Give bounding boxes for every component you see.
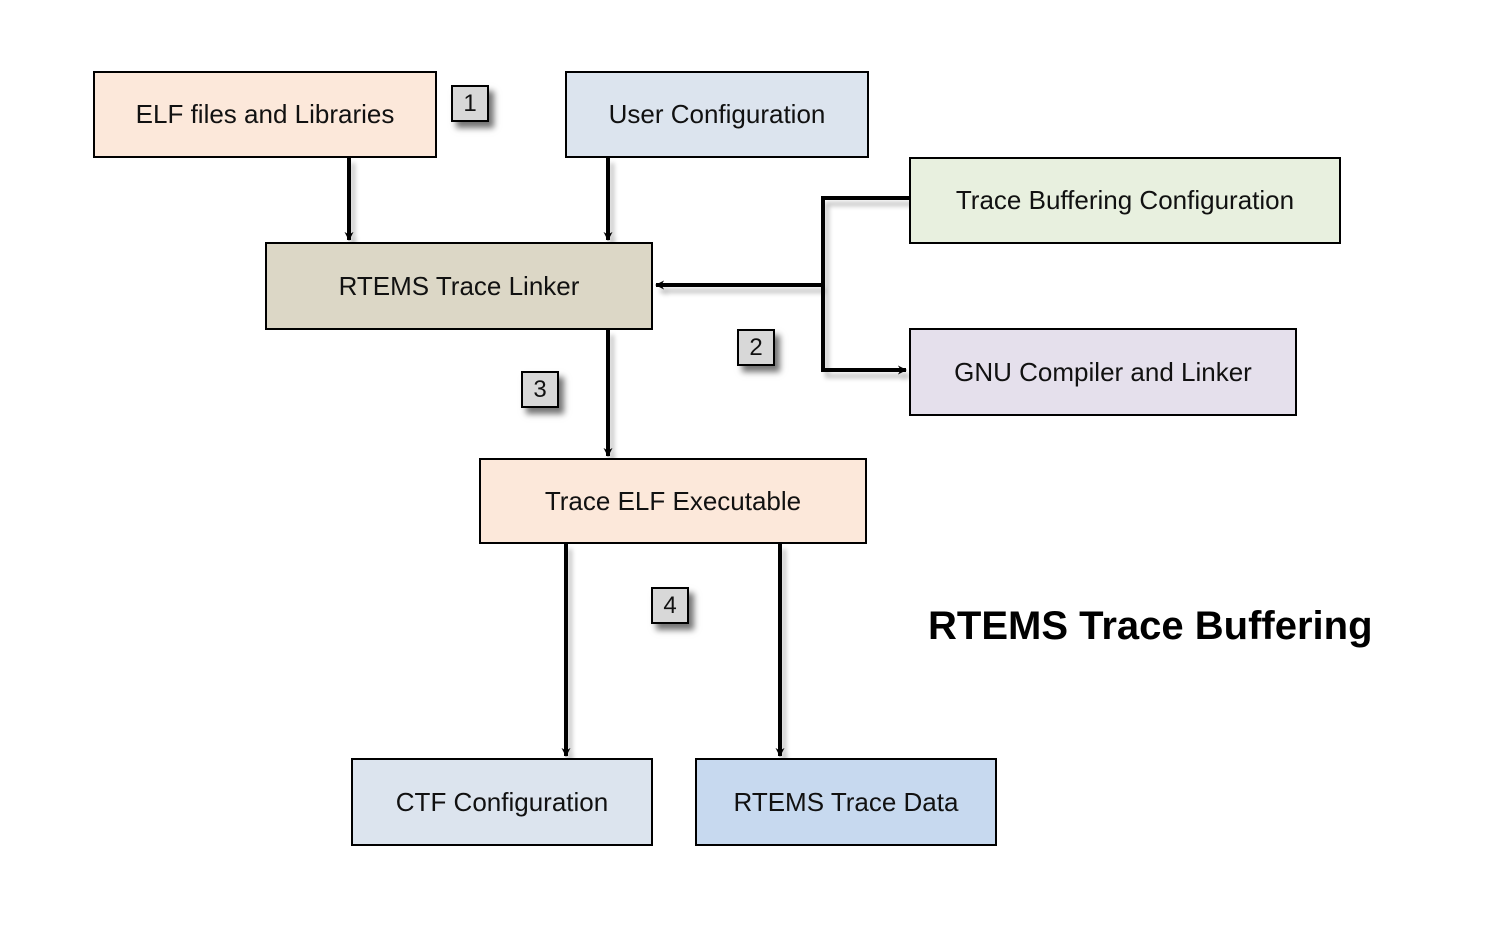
step-badge-2: 2 <box>737 329 775 366</box>
edge-trace-buffering-branch <box>821 196 909 375</box>
step-badge-4: 4 <box>651 587 689 624</box>
node-label: RTEMS Trace Linker <box>338 270 580 301</box>
step-badge-1: 1 <box>451 85 489 122</box>
node-label: Trace Buffering Configuration <box>955 185 1295 215</box>
node-label: Trace ELF Executable <box>544 485 802 516</box>
node-elf-files: ELF files and Libraries <box>93 71 437 158</box>
node-label: GNU Compiler and Linker <box>954 356 1252 387</box>
node-label: CTF Configuration <box>395 786 609 817</box>
node-trace-data: RTEMS Trace Data <box>695 758 997 846</box>
node-label: User Configuration <box>608 99 826 129</box>
node-label: RTEMS Trace Data <box>733 786 959 817</box>
node-trace-linker: RTEMS Trace Linker <box>265 242 653 330</box>
node-gnu-compiler: GNU Compiler and Linker <box>909 328 1297 416</box>
node-ctf-config: CTF Configuration <box>351 758 653 846</box>
diagram-title: RTEMS Trace Buffering <box>928 604 1373 648</box>
node-user-config: User Configuration <box>565 71 869 158</box>
step-badge-3: 3 <box>521 371 559 408</box>
node-trace-buffering-config: Trace Buffering Configuration <box>909 157 1341 244</box>
node-label: ELF files and Libraries <box>135 99 395 129</box>
node-trace-elf: Trace ELF Executable <box>479 458 867 544</box>
